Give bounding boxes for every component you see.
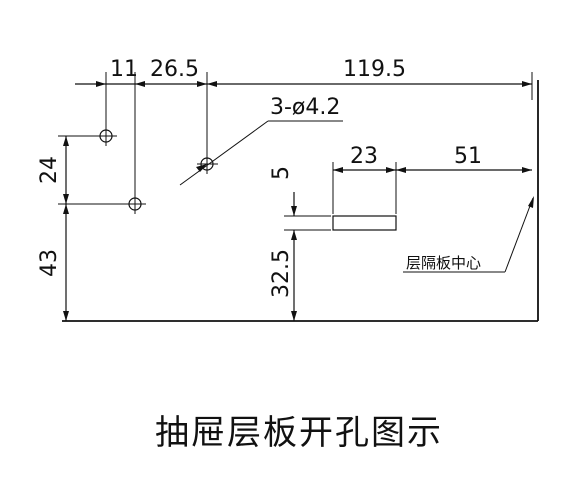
arrow — [291, 230, 297, 240]
dim-5: 5 — [269, 166, 294, 180]
hole-spec-label: 3-ø4.2 — [270, 95, 340, 120]
hole — [125, 194, 146, 214]
panel-outline — [62, 80, 539, 322]
arrow — [522, 81, 532, 87]
arrow — [207, 81, 217, 87]
arrow — [396, 167, 406, 173]
dim-51: 51 — [454, 144, 482, 169]
arrow — [333, 167, 343, 173]
top-dimension-chain: 11 26.5 119.5 — [75, 57, 533, 200]
slot-vertical-dimensions: 5 32.5 — [269, 166, 331, 321]
dim-23: 23 — [350, 144, 378, 169]
leader-line — [179, 120, 269, 186]
hole-spec-leader: 3-ø4.2 — [179, 95, 343, 186]
figure-caption: 抽屉层板开孔图示 — [155, 413, 443, 453]
arrow — [63, 194, 69, 204]
slot — [332, 215, 397, 231]
dim-26-5: 26.5 — [150, 57, 199, 82]
arrow — [291, 311, 297, 321]
dim-24: 24 — [37, 156, 62, 184]
arrow — [63, 311, 69, 321]
dim-43: 43 — [37, 249, 62, 277]
note-leader — [504, 197, 534, 273]
arrow — [522, 167, 532, 173]
center-note-label: 层隔板中心 — [406, 254, 481, 272]
dim-11: 11 — [110, 57, 138, 82]
arrow — [197, 81, 207, 87]
slot-rectangle — [332, 215, 397, 231]
arrow — [528, 196, 534, 208]
left-dimension-chain: 24 43 — [37, 135, 128, 321]
center-note: 层隔板中心 — [403, 196, 534, 273]
slot-dimension-chain: 23 51 — [332, 144, 532, 214]
arrow — [135, 81, 145, 87]
arrow — [196, 164, 207, 172]
arrow — [386, 167, 396, 173]
dim-119-5: 119.5 — [343, 57, 406, 82]
dim-32-5: 32.5 — [269, 249, 294, 298]
holes — [96, 126, 218, 214]
arrow — [291, 206, 297, 216]
arrow — [63, 204, 69, 214]
arrow — [96, 81, 106, 87]
arrow — [63, 136, 69, 146]
